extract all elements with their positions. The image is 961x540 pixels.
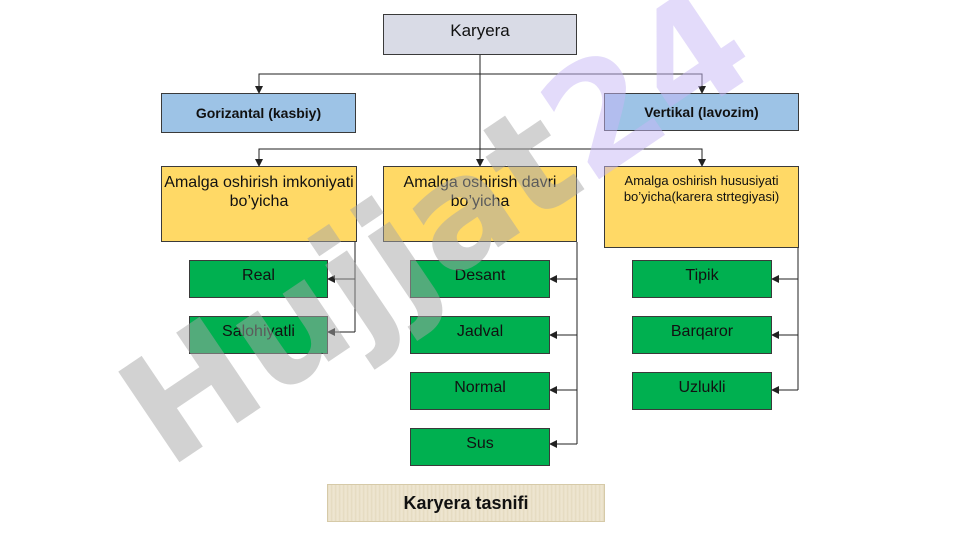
criteria-period-node: Amalga oshirish davri bo’yicha <box>383 166 577 242</box>
item-normal: Normal <box>410 372 550 410</box>
criteria-possibility-node: Amalga oshirish imkoniyati bo’yicha <box>161 166 357 242</box>
criteria-possibility-label: Amalga oshirish imkoniyati bo’yicha <box>164 174 354 211</box>
type-vertical-node: Vertikal (lavozim) <box>604 93 799 131</box>
item-salohiyatli-label: Salohiyatli <box>222 323 295 340</box>
item-salohiyatli: Salohiyatli <box>189 316 328 354</box>
connector-root-horizontal <box>255 55 481 94</box>
item-barqaror-label: Barqaror <box>670 323 734 340</box>
type-horizontal-node: Gorizantal (kasbiy) <box>161 93 356 133</box>
diagram-caption-label: Karyera tasnifi <box>403 492 529 513</box>
criteria-strategy-label: Amalga oshirish hususiyati bo’yicha(kare… <box>623 173 780 205</box>
item-desant: Desant <box>410 260 550 298</box>
item-desant-label: Desant <box>454 267 506 284</box>
item-real: Real <box>189 260 328 298</box>
connector-criteria-bus <box>258 148 703 166</box>
criteria-strategy-node: Amalga oshirish hususiyati bo’yicha(kare… <box>604 166 799 248</box>
item-sus-label: Sus <box>466 435 494 452</box>
item-sus: Sus <box>410 428 550 466</box>
item-tipik-label: Tipik <box>685 267 719 284</box>
item-uzlukli: Uzlukli <box>632 372 772 410</box>
item-tipik: Tipik <box>632 260 772 298</box>
item-barqaror: Barqaror <box>632 316 772 354</box>
item-jadval: Jadval <box>410 316 550 354</box>
item-uzlukli-label: Uzlukli <box>678 379 726 396</box>
type-vertical-label: Vertikal (lavozim) <box>644 104 759 120</box>
type-horizontal-label: Gorizantal (kasbiy) <box>195 105 322 121</box>
connector-root-vertical <box>480 73 706 94</box>
item-normal-label: Normal <box>454 379 506 396</box>
root-node: Karyera <box>383 14 577 55</box>
item-jadval-label: Jadval <box>456 323 504 340</box>
item-real-label: Real <box>242 267 275 284</box>
diagram-caption: Karyera tasnifi <box>327 484 605 522</box>
root-label: Karyera <box>450 21 510 40</box>
watermark-text: Hujjat24 <box>91 0 783 500</box>
criteria-period-label: Amalga oshirish davri bo’yicha <box>403 174 557 211</box>
